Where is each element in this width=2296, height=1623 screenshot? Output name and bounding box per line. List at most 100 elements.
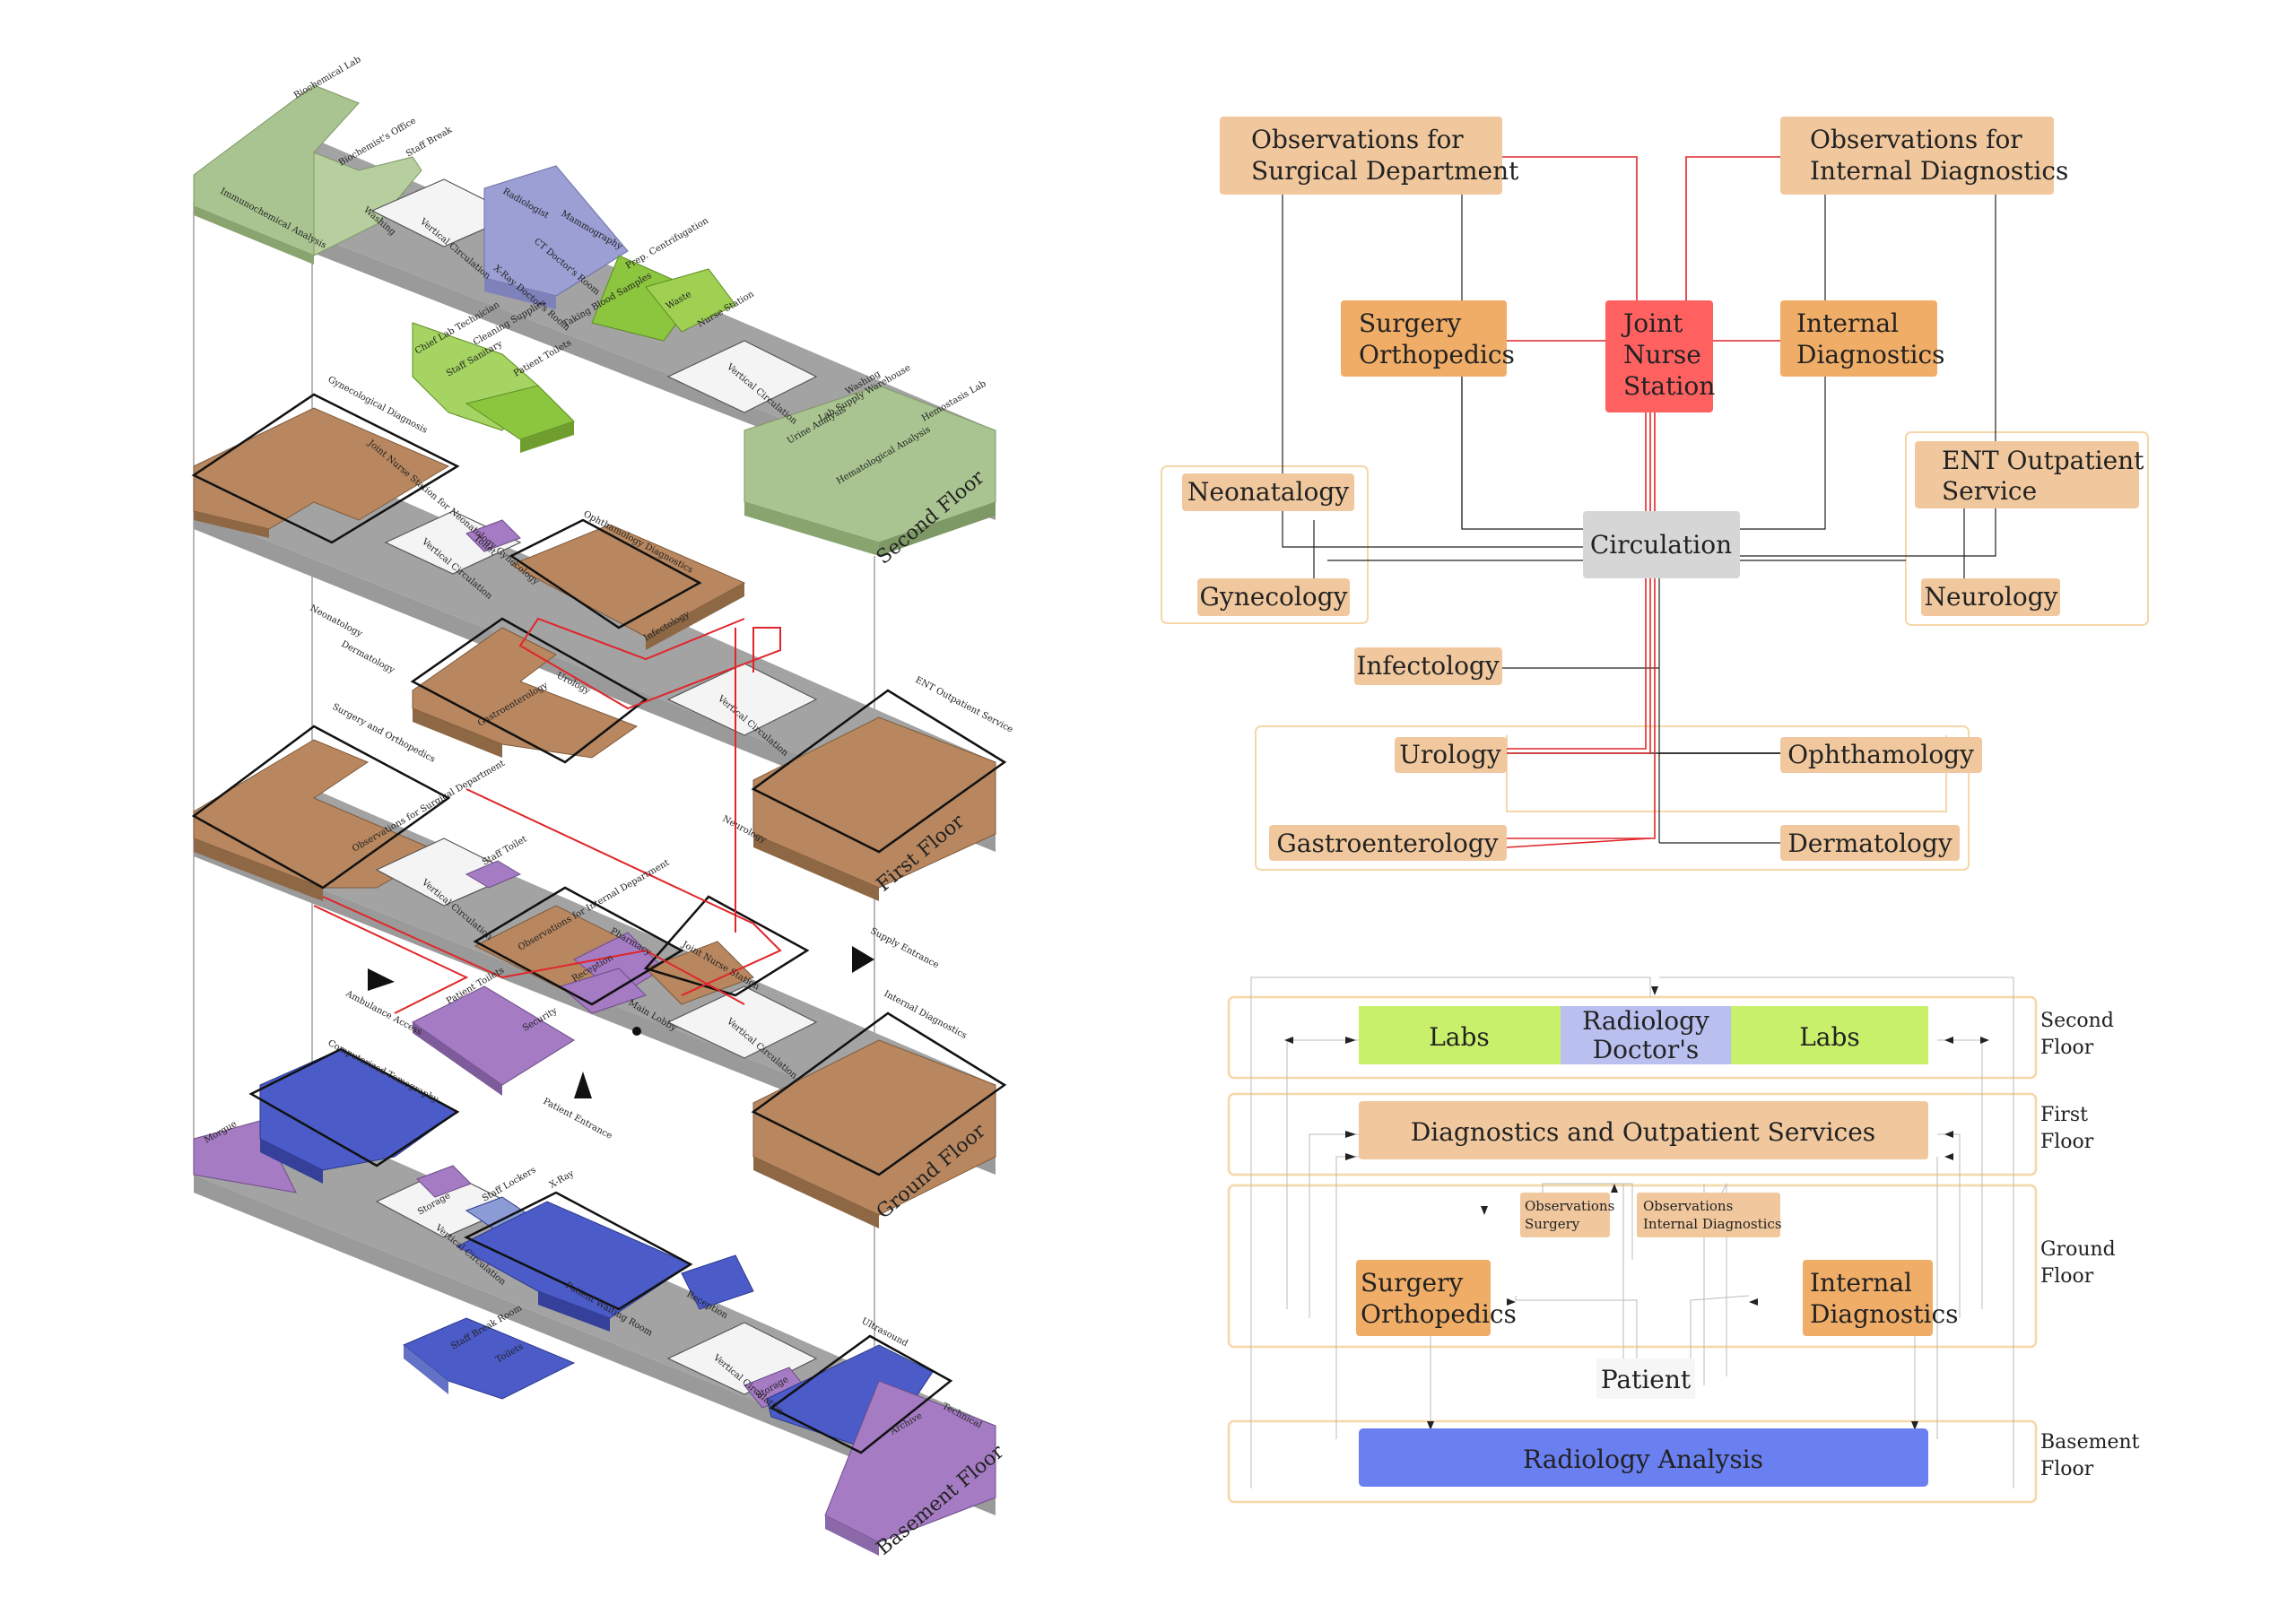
flow-floor-label-line: Floor bbox=[2040, 1131, 2094, 1153]
dermatology-label: Dermatology bbox=[1787, 829, 1952, 858]
neurology-node bbox=[1921, 578, 2060, 616]
main-lobby-dot bbox=[632, 1027, 641, 1036]
radiology-doctors-line1: Radiology bbox=[1582, 1006, 1709, 1036]
ent-label-line1: ENT Outpatient bbox=[1942, 446, 2144, 475]
flow-floor-label-line: Floor bbox=[2040, 1037, 2094, 1059]
ambulance-access-arrow bbox=[368, 968, 395, 991]
ground-floor-entrance-markers bbox=[368, 946, 874, 1098]
gynecology-node bbox=[1197, 578, 1350, 616]
circulation-label: Circulation bbox=[1590, 530, 1732, 560]
obs-surgery-line2: Surgery bbox=[1525, 1216, 1580, 1232]
room-label: X-Ray bbox=[548, 1168, 576, 1190]
flow-floor-label-line: Floor bbox=[2040, 1265, 2094, 1288]
obs-internal-line1: Observations bbox=[1643, 1198, 1733, 1214]
network-group-outlines bbox=[1161, 431, 2149, 871]
diagnostics-box bbox=[1359, 1101, 1928, 1159]
vertical-flow-diagram: Labs Radiology Doctor's Labs Diagnostics… bbox=[1227, 976, 2140, 1504]
second-floor-plate bbox=[193, 84, 996, 556]
obs-surgery-box bbox=[1520, 1193, 1610, 1237]
obs-internal-line2: Internal Diagnostics bbox=[1643, 1216, 1782, 1232]
surgery-label-line1: Surgery bbox=[1359, 308, 1461, 338]
ophthamology-node bbox=[1780, 737, 1982, 773]
flow-floor-label-line: Second bbox=[2040, 1010, 2114, 1032]
patient-box bbox=[1596, 1358, 1695, 1399]
gynecology-label: Gynecology bbox=[1200, 582, 1348, 612]
basement-floor-plate bbox=[193, 1048, 996, 1556]
network-nurse-connectors bbox=[1489, 156, 1780, 848]
surgery-node bbox=[1341, 300, 1507, 377]
obs-surgical-label-line2: Surgical Department bbox=[1251, 156, 1519, 186]
marker-label: Ambulance Access bbox=[344, 988, 423, 1037]
marker-label: Supply Entrance bbox=[869, 926, 941, 970]
flow-internal-box bbox=[1803, 1260, 1933, 1336]
gastro-node bbox=[1269, 825, 1507, 861]
labs-left-label: Labs bbox=[1429, 1022, 1490, 1052]
obs-internal-box bbox=[1637, 1193, 1780, 1237]
internal-node bbox=[1780, 300, 1937, 377]
supply-entrance-arrow bbox=[852, 946, 874, 973]
ground-floor-outlines bbox=[191, 725, 1007, 1176]
ent-node bbox=[1915, 441, 2139, 508]
obs-surgical-node bbox=[1220, 117, 1502, 195]
radiology-doctors-line2: Doctor's bbox=[1593, 1035, 1700, 1064]
urology-label: Urology bbox=[1399, 740, 1501, 769]
ent-label-line2: Service bbox=[1942, 476, 2037, 506]
flow-floor-label-line: First bbox=[2040, 1104, 2088, 1126]
flow-surgery-box bbox=[1356, 1260, 1491, 1336]
gastro-label: Gastroenterology bbox=[1276, 829, 1498, 858]
joint-nurse-node bbox=[1605, 300, 1713, 412]
joint-nurse-label-line3: Station bbox=[1623, 371, 1715, 401]
radiology-doctors-box bbox=[1561, 1006, 1731, 1064]
obs-surgical-label-line1: Observations for bbox=[1251, 125, 1464, 154]
room-label: Dermatology bbox=[340, 639, 396, 676]
joint-nurse-label-line1: Joint bbox=[1621, 308, 1683, 338]
neonatology-node bbox=[1182, 473, 1354, 511]
obs-surgery-line1: Observations bbox=[1525, 1198, 1614, 1214]
patient-entrance-arrow bbox=[574, 1072, 592, 1098]
room-label: Patient Toilets bbox=[512, 338, 573, 379]
flow-surgery-line1: Surgery bbox=[1361, 1268, 1463, 1298]
joint-nurse-label-line2: Nurse bbox=[1623, 340, 1701, 369]
labs-right-label: Labs bbox=[1799, 1022, 1860, 1052]
flow-floor-label-line: Basement bbox=[2040, 1431, 2140, 1454]
adjacency-network: Observations for Surgical Department Obs… bbox=[1161, 117, 2149, 871]
diagnostics-label: Diagnostics and Outpatient Services bbox=[1411, 1117, 1875, 1147]
urology-node bbox=[1395, 737, 1507, 773]
room-label: Prep. Centrifugation bbox=[624, 216, 710, 272]
surgery-label-line2: Orthopedics bbox=[1359, 340, 1515, 369]
ground-floor-nurse-routes bbox=[313, 628, 782, 1014]
dermatology-node bbox=[1780, 825, 1960, 861]
radiology-analysis-label: Radiology Analysis bbox=[1523, 1445, 1763, 1474]
axonometric-drawing: Biochemical Lab Biochemist's Office Staf… bbox=[191, 55, 1014, 1560]
infectology-label: Infectology bbox=[1356, 651, 1500, 681]
labs-right-box bbox=[1731, 1006, 1928, 1064]
ophthamology-label: Ophthamology bbox=[1787, 740, 1974, 769]
patient-label: Patient bbox=[1601, 1365, 1692, 1394]
circulation-node bbox=[1583, 511, 1740, 578]
flow-surgery-line2: Orthopedics bbox=[1361, 1299, 1517, 1329]
internal-label-line1: Internal bbox=[1796, 308, 1899, 338]
flow-floor-label-line: Floor bbox=[2040, 1458, 2094, 1480]
room-label: Staff Lockers bbox=[481, 1165, 538, 1203]
room-label: Neonatology bbox=[309, 603, 364, 639]
obs-internal-label-line2: Internal Diagnostics bbox=[1810, 156, 2068, 186]
radiology-analysis-box bbox=[1359, 1428, 1928, 1487]
first-floor-plate bbox=[193, 407, 996, 901]
first-floor-outlines bbox=[191, 393, 1007, 854]
flow-floor-label-line: Ground bbox=[2040, 1238, 2116, 1261]
flow-floor-labels: Second Floor First Floor Ground Floor Ba… bbox=[2040, 1010, 2140, 1480]
basement-outlines bbox=[248, 1047, 953, 1454]
ground-floor-plate bbox=[193, 739, 996, 1228]
flow-internal-line2: Diagnostics bbox=[1810, 1299, 1959, 1329]
room-label: Staff Break bbox=[404, 125, 455, 160]
flow-arrowheads bbox=[1284, 986, 1989, 1430]
network-nodes: Observations for Surgical Department Obs… bbox=[1182, 117, 2144, 861]
obs-internal-label-line1: Observations for bbox=[1810, 125, 2022, 154]
neurology-label: Neurology bbox=[1925, 582, 2058, 612]
room-label: Internal Diagnostics bbox=[883, 989, 969, 1041]
marker-label: Patient Entrance bbox=[542, 1097, 614, 1141]
labs-left-box bbox=[1359, 1006, 1561, 1064]
internal-label-line2: Diagnostics bbox=[1796, 340, 1945, 369]
obs-internal-node bbox=[1780, 117, 2054, 195]
